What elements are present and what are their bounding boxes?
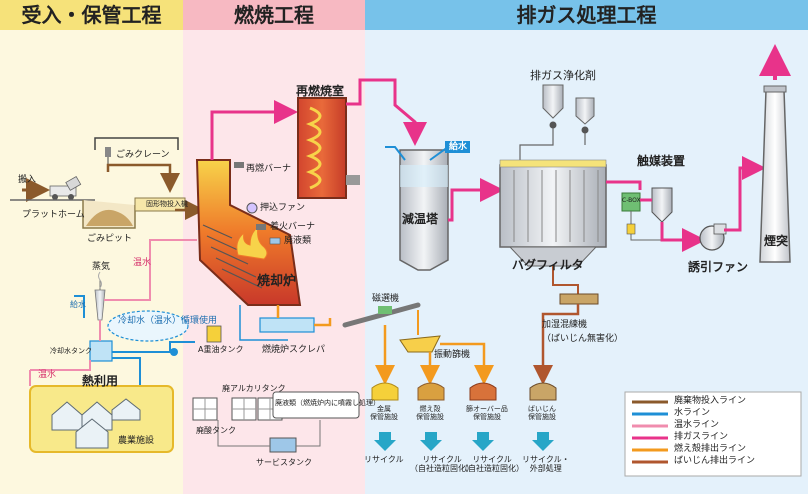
cbox-label: C-BOX: [622, 197, 641, 204]
flame-icon: [236, 225, 268, 260]
recycle-label: リサイクル （自社造粒固化）: [410, 455, 474, 474]
legend-label: 温水ライン: [674, 420, 720, 430]
push-fan-icon: [246, 202, 258, 214]
vibrating-sieve: [399, 335, 441, 353]
hot-water-line: [99, 239, 197, 341]
crane-rail: [94, 137, 179, 150]
cooling-loop: [107, 310, 189, 342]
recycle-label: リサイクル・ 外部処理: [522, 455, 570, 474]
waste-liquid-label: 廃液類: [284, 236, 312, 246]
recombustion-chamber: [297, 97, 347, 199]
exhaust-agent-label: 排ガス浄化剤: [530, 69, 596, 82]
heavy-oil-tank: [206, 325, 222, 343]
storage-piles: [371, 382, 557, 401]
cooling-reuse-label: 冷却水（温水）循環使用: [118, 316, 217, 326]
water-supply-left-label: 給水: [70, 300, 86, 309]
storage-label: 篩オーバー品 保管施設: [466, 405, 508, 422]
service-tank-label: サービスタンク: [256, 458, 312, 467]
alkali-tank-label: 廃アルカリタンク: [222, 384, 286, 393]
catalyst-unit: [651, 187, 673, 223]
hot-water-lower-label: 温水: [38, 370, 57, 380]
steam-separator: [94, 289, 106, 321]
exhaust-line-1: [210, 100, 298, 160]
inbound-label: 搬入: [18, 175, 37, 185]
legend-label: 燃え殻排出ライン: [674, 444, 747, 454]
exhaust-header: 排ガス処理工程: [365, 0, 808, 30]
heavy-oil-label: A重油タンク: [198, 345, 244, 354]
recycle-arrows: [374, 432, 554, 451]
tank-area: [192, 397, 321, 453]
storage-label: 燃え殻 保管施設: [416, 405, 444, 422]
grate: [202, 224, 263, 289]
legend-label: 水ライン: [674, 408, 711, 418]
exhaust-line-3: [606, 180, 642, 190]
incinerator-label: 焼却炉: [257, 274, 297, 289]
conveyor: [342, 302, 421, 328]
recycle-label: リサイクル: [364, 455, 404, 464]
ignition-burner-label: 着火バーナ: [270, 222, 316, 232]
crane-label: ごみクレーン: [116, 150, 170, 160]
catalyst-label: 触媒装置: [637, 154, 686, 168]
scraper-label: 燃焼炉スクレパ: [262, 345, 326, 355]
receive-header: 受入・保管工程: [0, 0, 183, 30]
cooling-tank-label: 冷却水タンク: [50, 347, 92, 355]
waste-liquid-note-box: [272, 391, 360, 419]
ash-line: [314, 318, 332, 327]
agent-silo-2: [575, 97, 595, 125]
sieve-label: 振動篩機: [434, 350, 471, 360]
cooling-tower-label: 減温塔: [402, 212, 439, 226]
combustion-header: 燃焼工程: [183, 0, 365, 30]
storage-label: ばいじん 保管施設: [528, 405, 556, 422]
magnetic-label: 磁選機: [372, 294, 400, 304]
push-fan-label: 押込ファン: [260, 203, 306, 213]
water-supply-label: 給水: [449, 142, 468, 152]
reburn-burner-icon: [234, 162, 244, 168]
over-line: [440, 342, 494, 385]
legend-label: ばいじん排出ライン: [674, 456, 756, 466]
platform-label: プラットホーム: [22, 210, 85, 220]
greenhouse-icon: [51, 398, 141, 449]
legend-label: 廃棄物投入ライン: [674, 396, 747, 406]
crane-icon: [105, 147, 111, 157]
agent-silo-1: [542, 84, 564, 119]
pit-label: ごみピット: [87, 234, 133, 244]
bag-filter-label: バグフィルタ: [512, 258, 584, 272]
water-line-left: [74, 295, 85, 318]
exhaust-line-2: [448, 178, 504, 222]
steam-label: 蒸気: [92, 262, 111, 272]
ignition-burner-icon: [256, 224, 266, 230]
kneader-label: 加湿混練機: [542, 320, 588, 330]
truck-icon: [49, 175, 82, 200]
hopper-label: 固形物投入機: [146, 200, 188, 208]
recombustion-label: 再燃焼室: [296, 84, 345, 98]
waste-liquid-note: 廃液類（燃焼炉内に噴霧し処理）: [275, 399, 380, 407]
induced-fan-label: 誘引ファン: [688, 260, 749, 274]
dust-line: [552, 266, 579, 300]
reburn-burner-label: 再燃バーナ: [246, 164, 292, 174]
acid-tank-label: 廃酸タンク: [196, 426, 236, 435]
dust-harmless-label: （ばいじん無害化）: [542, 334, 624, 344]
heat-use-label: 熱利用: [82, 374, 119, 388]
legend-label: 排ガスライン: [674, 432, 729, 442]
waste-liquid-icon: [269, 237, 281, 245]
cooling-reuse-text: 冷却水（温水）循環使用: [118, 316, 218, 326]
recycle-label: リサイクル （自社造粒固化）: [460, 455, 524, 474]
agri-facility-label: 農業施設: [118, 436, 155, 446]
chimney-label: 煙突: [764, 234, 789, 248]
storage-label: 金属 保管施設: [370, 405, 398, 422]
hot-water-label: 温水: [133, 258, 152, 268]
